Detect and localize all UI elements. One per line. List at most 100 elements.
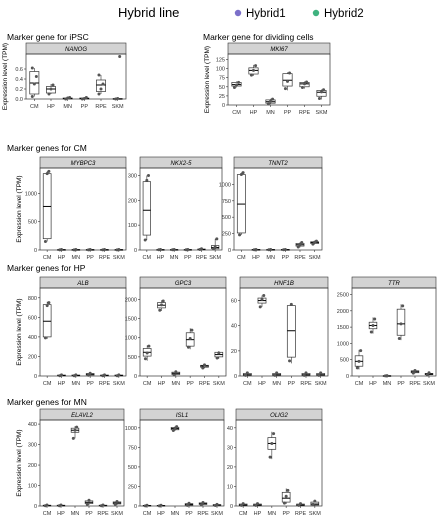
box-hp: [248, 64, 259, 77]
box-iqr: [142, 181, 151, 236]
data-point: [47, 301, 51, 305]
box-mn: [71, 248, 81, 252]
panel-border: [239, 287, 329, 377]
y-tick-label: 500: [340, 358, 349, 364]
data-point: [215, 356, 219, 360]
box-cm: [142, 173, 151, 242]
data-point: [357, 359, 361, 363]
data-point: [158, 308, 162, 312]
data-point: [284, 494, 288, 498]
y-tick-label: 0.0: [15, 97, 23, 103]
data-point: [283, 87, 287, 91]
x-tick-label: SKM: [111, 511, 123, 517]
data-point: [283, 247, 287, 251]
x-tick-label: SKM: [309, 255, 321, 261]
data-point: [32, 82, 36, 86]
data-point: [186, 248, 190, 252]
box-skm: [310, 499, 320, 506]
data-point: [289, 302, 293, 306]
box-hp: [251, 247, 261, 252]
y-tick-label: 20: [227, 465, 233, 471]
data-point: [117, 248, 121, 252]
data-point: [190, 328, 194, 332]
facet-strip-label: OLIG2: [270, 413, 288, 419]
x-tick-label: HP: [250, 110, 258, 116]
legend-title: Hybrid line: [118, 5, 179, 20]
x-tick-label: CM: [30, 104, 39, 110]
section-title-ipsc: Marker gene for iPSC: [7, 32, 89, 42]
data-point: [103, 373, 106, 377]
data-point: [99, 87, 103, 91]
data-point: [252, 68, 255, 72]
panel-border: [235, 419, 323, 507]
x-tick-label: PP: [185, 511, 193, 517]
y-tick-label: 20: [231, 349, 237, 355]
section-title-mn: Marker genes for MN: [7, 397, 87, 407]
data-point: [30, 66, 34, 70]
box-hp: [46, 83, 56, 96]
x-tick-label: PP: [284, 110, 292, 116]
data-point: [47, 92, 51, 96]
data-point: [116, 97, 120, 100]
data-point: [425, 373, 429, 377]
y-tick-label: 400: [28, 335, 37, 341]
data-point: [232, 86, 236, 90]
data-point: [249, 73, 253, 77]
x-tick-label: SKM: [112, 104, 124, 110]
box-rpe: [198, 500, 208, 507]
x-tick-label: SKM: [211, 511, 223, 517]
y-axis-label: Expression level (TPM): [16, 298, 23, 365]
x-tick-label: CM: [43, 381, 52, 387]
box-cm: [29, 66, 40, 98]
data-point: [215, 237, 219, 241]
box-iqr: [286, 305, 296, 358]
data-point: [145, 503, 149, 507]
x-tick-label: MN: [72, 381, 81, 387]
y-tick-label: 200: [28, 354, 37, 360]
panel-border: [139, 287, 227, 377]
x-tick-label: MN: [170, 255, 179, 261]
data-point: [260, 297, 264, 301]
data-point: [245, 371, 249, 375]
panel-border: [39, 419, 125, 507]
x-tick-label: CM: [143, 511, 152, 517]
x-tick-label: SKM: [315, 381, 327, 387]
y-tick-label: 40: [231, 324, 237, 330]
box-mn: [266, 247, 276, 252]
data-point: [45, 172, 49, 176]
facet-strip-label: MYBPC3: [71, 161, 96, 167]
data-point: [60, 248, 63, 252]
x-tick-label: MN: [268, 511, 277, 517]
x-tick-label: SKM: [316, 110, 328, 116]
x-tick-label: MN: [272, 381, 281, 387]
data-point: [262, 294, 266, 298]
box-hp: [368, 317, 378, 334]
data-point: [298, 243, 302, 247]
data-point: [286, 488, 290, 492]
data-point: [103, 248, 106, 252]
x-tick-label: HP: [58, 255, 66, 261]
data-point: [272, 432, 276, 436]
y-tick-label: 100: [216, 67, 225, 73]
panel-border: [139, 167, 223, 251]
data-point: [60, 373, 63, 377]
data-point: [199, 503, 203, 507]
x-tick-label: SKM: [213, 381, 225, 387]
y-tick-label: 0: [34, 248, 37, 254]
facet-strip-label: NANOG: [65, 47, 87, 53]
x-tick-label: HP: [157, 511, 165, 517]
data-point: [88, 248, 92, 252]
data-point: [118, 55, 122, 58]
box-rpe: [197, 247, 206, 252]
data-point: [101, 503, 105, 507]
data-point: [239, 173, 243, 177]
facet-strip-label: MKI67: [270, 47, 288, 53]
data-point: [188, 337, 192, 341]
data-point: [172, 373, 176, 377]
